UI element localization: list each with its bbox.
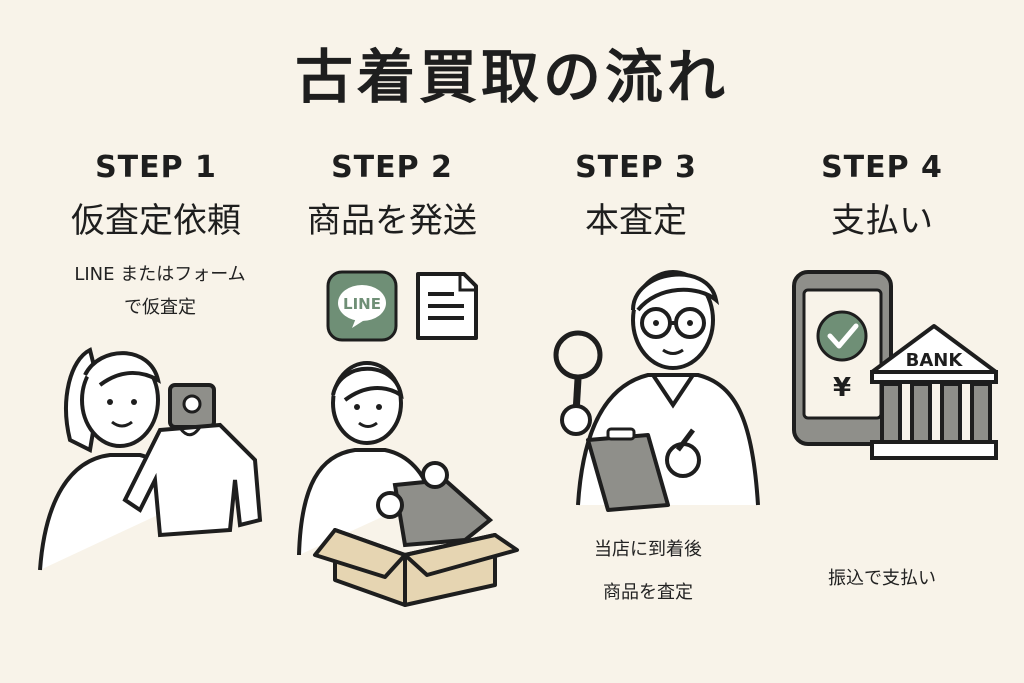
person-photographing-sweater-illustration [30,330,270,580]
step-4-header: STEP 4 支払い [762,150,1002,242]
step-4-number: STEP 4 [821,150,943,185]
form-document-icon [414,270,480,342]
appraiser-with-magnifier-illustration [548,255,768,515]
step-3-caption: 当店に到着後 商品を査定 [548,537,748,605]
line-icon-label: LINE [343,295,381,313]
step-3-header: STEP 3 本査定 [516,150,756,242]
person-packing-box-illustration [295,355,525,610]
step-3-name: 本査定 [585,201,687,241]
bank-building-icon: BANK [866,322,1002,464]
line-app-icon: LINE [326,270,398,342]
step-1-header: STEP 1 仮査定依頼 [36,150,276,242]
step-1-caption-line-2: で仮査定 [124,297,196,319]
step-1-name: 仮査定依頼 [71,201,241,241]
step-3-number: STEP 3 [575,150,697,185]
step-2-header: STEP 2 商品を発送 [272,150,512,242]
step-4-caption-line-1: 振込で支払い [828,568,936,589]
yen-symbol: ¥ [833,373,851,403]
step-4-caption: 振込で支払い [782,566,982,591]
step-1-number: STEP 1 [95,150,217,185]
check-icon [816,310,868,362]
step-1-caption-line-1: LINE またはフォーム [74,264,246,285]
step-1-caption: LINE またはフォーム で仮査定 [40,262,280,320]
step-3-caption-line-2: 商品を査定 [603,582,693,604]
bank-label: BANK [906,350,964,371]
step-4-name: 支払い [831,201,933,241]
page-title: 古着買取の流れ [294,43,729,111]
step-2-name: 商品を発送 [307,201,477,241]
step-3-caption-line-1: 当店に到着後 [594,539,702,560]
smartphone-payment-illustration: ¥ [790,268,895,448]
step-2-number: STEP 2 [331,150,453,185]
